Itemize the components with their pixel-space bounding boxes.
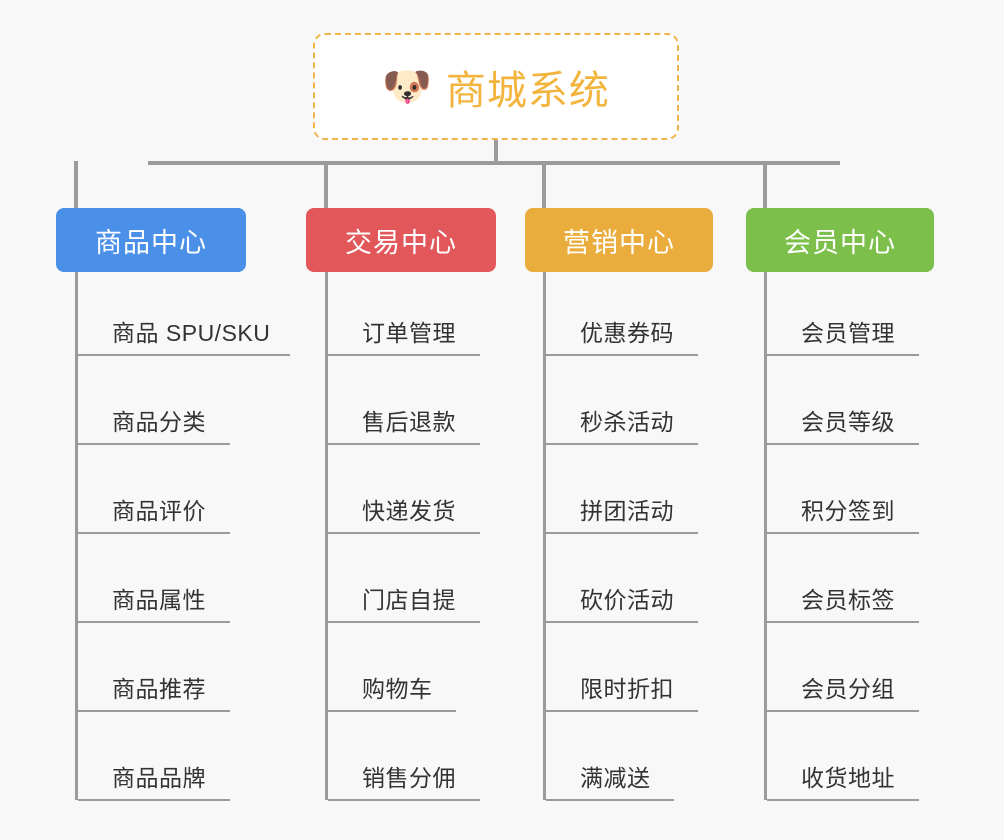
group-box-2[interactable]: 交易中心 xyxy=(306,208,496,272)
leaf-item-label: 门店自提 xyxy=(362,587,456,613)
leaf-item-label: 商品品牌 xyxy=(112,765,206,791)
leaf-item-label: 售后退款 xyxy=(362,409,456,435)
leaf-item-underline xyxy=(78,799,230,801)
leaf-column-spine xyxy=(75,272,78,800)
shiba-dog-face-icon: 🐶 xyxy=(382,64,432,109)
leaf-item-underline xyxy=(546,621,698,623)
leaf-item-underline xyxy=(78,710,230,712)
group-box-label: 会员中心 xyxy=(784,227,896,258)
leaf-item-underline xyxy=(546,354,698,356)
group-box-label: 交易中心 xyxy=(345,227,457,258)
leaf-item-underline xyxy=(328,354,480,356)
leaf-item-label: 限时折扣 xyxy=(580,676,674,702)
leaf-item-underline xyxy=(546,532,698,534)
leaf-column-spine xyxy=(764,272,767,800)
leaf-item-underline xyxy=(767,354,919,356)
leaf-item-label: 销售分佣 xyxy=(362,765,456,791)
leaf-item-label: 会员分组 xyxy=(801,676,895,702)
leaf-item-underline xyxy=(767,710,919,712)
leaf-item-underline xyxy=(767,621,919,623)
leaf-item-label: 商品属性 xyxy=(112,587,206,613)
leaf-item-label: 快递发货 xyxy=(362,498,456,524)
root-node-title: 商城系统 xyxy=(445,68,610,113)
connector-horizontal-bus xyxy=(148,161,840,165)
leaf-item-underline xyxy=(78,532,230,534)
leaf-item-underline xyxy=(546,710,698,712)
leaf-item-underline xyxy=(767,799,919,801)
leaf-item-underline xyxy=(78,354,290,356)
leaf-item-label: 满减送 xyxy=(580,765,651,791)
leaf-item-underline xyxy=(328,443,480,445)
leaf-item-underline xyxy=(328,532,480,534)
leaf-item-label: 购物车 xyxy=(362,676,433,702)
leaf-item-underline xyxy=(328,621,480,623)
group-box-label: 营销中心 xyxy=(563,227,675,258)
leaf-item-underline xyxy=(546,799,674,801)
leaf-item-underline xyxy=(767,532,919,534)
leaf-item-underline xyxy=(78,443,230,445)
leaf-item-label: 商品 SPU/SKU xyxy=(112,320,271,346)
leaf-item-label: 优惠券码 xyxy=(580,320,674,346)
leaf-item-underline xyxy=(328,710,456,712)
leaf-item-label: 砍价活动 xyxy=(580,587,674,613)
leaf-item-label: 会员管理 xyxy=(801,320,895,346)
leaf-item-label: 拼团活动 xyxy=(580,498,674,524)
leaf-item-underline xyxy=(546,443,698,445)
leaf-item-label: 商品评价 xyxy=(112,498,206,524)
group-box-4[interactable]: 会员中心 xyxy=(746,208,934,272)
leaf-item-label: 商品推荐 xyxy=(112,676,206,702)
leaf-column-spine xyxy=(325,272,328,800)
leaf-item-label: 会员标签 xyxy=(801,587,895,613)
connector-drop-3 xyxy=(542,161,546,209)
leaf-item-label: 收货地址 xyxy=(801,765,895,791)
connector-root-stem xyxy=(494,140,498,164)
leaf-item-underline xyxy=(328,799,480,801)
connector-drop-4 xyxy=(763,161,767,209)
leaf-item-underline xyxy=(78,621,230,623)
leaf-item-label: 会员等级 xyxy=(801,409,895,435)
root-node-mall-system[interactable]: 🐶 商城系统 xyxy=(313,33,679,140)
leaf-item-underline xyxy=(767,443,919,445)
leaf-column-spine xyxy=(543,272,546,800)
group-box-label: 商品中心 xyxy=(95,227,207,258)
leaf-item-label: 积分签到 xyxy=(801,498,895,524)
group-box-1[interactable]: 商品中心 xyxy=(56,208,246,272)
group-box-3[interactable]: 营销中心 xyxy=(525,208,713,272)
leaf-item-label: 秒杀活动 xyxy=(580,409,674,435)
leaf-item-label: 商品分类 xyxy=(112,409,206,435)
leaf-item-label: 订单管理 xyxy=(362,320,456,346)
connector-drop-2 xyxy=(324,161,328,209)
connector-drop-1 xyxy=(74,161,78,209)
